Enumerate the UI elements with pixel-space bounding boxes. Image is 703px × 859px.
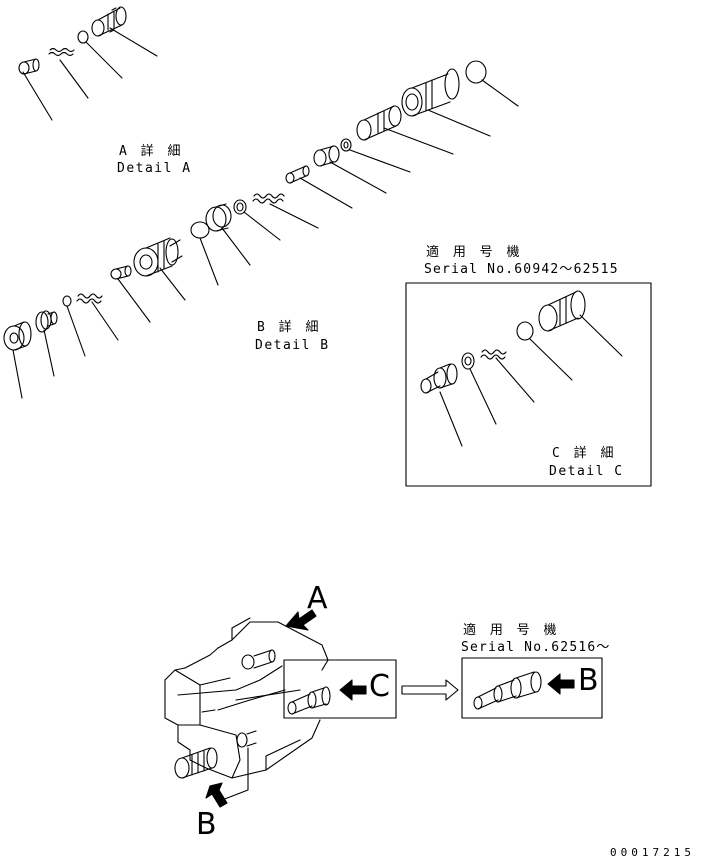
serial-1-range: Serial No.60942～62515	[424, 262, 619, 277]
detail-c-title-jp: C 詳 細	[552, 446, 617, 461]
detail-c-title-en: Detail C	[549, 464, 624, 479]
detail-b-title-jp: B 詳 細	[257, 320, 322, 335]
arrow-b-alt-icon	[547, 673, 575, 695]
detail-b-title-en: Detail B	[255, 338, 330, 353]
serial-2-range: Serial No.62516～	[461, 640, 611, 655]
view-letter-c: C	[369, 669, 390, 704]
detail-a-title-jp: A 詳 細	[119, 144, 184, 159]
serial-1-label-jp: 適 用 号 機	[426, 245, 523, 260]
serial-2-label-jp: 適 用 号 機	[463, 623, 560, 638]
arrow-c-icon	[339, 679, 367, 701]
view-letter-b: B	[196, 807, 217, 842]
view-letter-a: A	[307, 581, 328, 616]
view-c-frame	[283, 659, 397, 719]
alt-part-frame	[461, 657, 603, 719]
arrow-b-icon	[205, 782, 228, 808]
detail-c-frame	[405, 282, 652, 487]
view-letter-b-alt: B	[578, 663, 599, 698]
arrow-a-icon	[285, 609, 317, 631]
main-valve-assembly	[164, 617, 331, 801]
hollow-arrow-icon	[401, 679, 459, 701]
detail-a-title-en: Detail A	[117, 161, 192, 176]
detail-c-parts	[420, 290, 623, 447]
detail-b-parts	[3, 60, 519, 399]
alt-part	[473, 671, 542, 710]
detail-a-parts	[18, 6, 158, 121]
document-number: 00017215	[610, 846, 695, 859]
